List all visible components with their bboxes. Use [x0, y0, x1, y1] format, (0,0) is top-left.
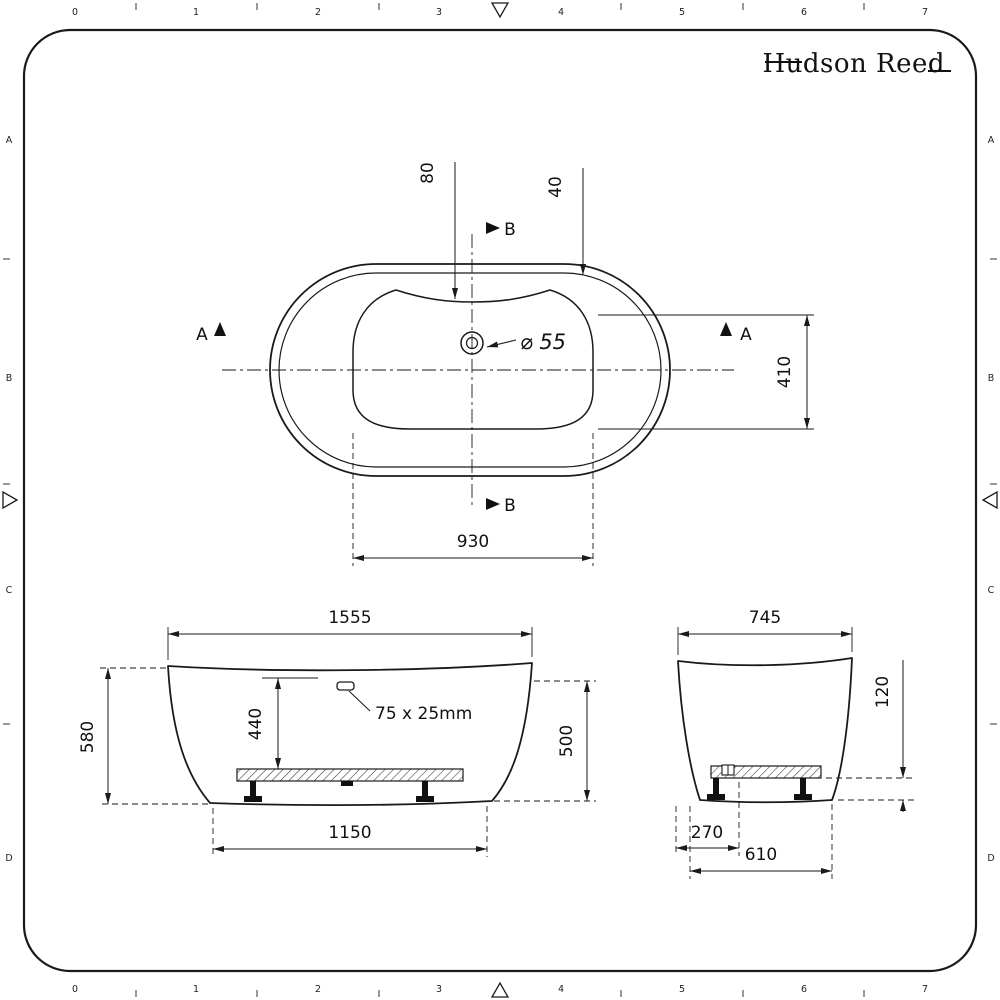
- ruler-label: D: [5, 853, 12, 864]
- base-plinth: [236, 768, 464, 782]
- ruler-label: 5: [679, 984, 685, 995]
- ruler-label: 2: [315, 984, 321, 995]
- dimension-label: 270: [691, 823, 723, 843]
- tub-outer-rim: [269, 263, 671, 477]
- dimension-foot-height: 120: [826, 660, 914, 812]
- dimension-label: 440: [246, 708, 266, 740]
- dimension-label: 580: [78, 721, 98, 753]
- ruler-label: 2: [315, 7, 321, 18]
- brand-logo: Hudson Reed: [762, 49, 951, 79]
- center-mark-top-icon: [490, 2, 510, 19]
- ruler-label: 7: [922, 984, 928, 995]
- ruler-label: C: [988, 585, 995, 596]
- section-arrow-b-top-icon: [486, 222, 500, 234]
- foot-left: [244, 781, 262, 802]
- plan-view: B B A A 80 40 ⌀ 55 410: [196, 162, 814, 566]
- section-label-a-right: A: [740, 325, 752, 345]
- ruler-ticks: [3, 3, 997, 997]
- ruler-label: A: [988, 135, 995, 146]
- ruler-label: 1: [193, 7, 199, 18]
- dimension-base-width: 610: [689, 804, 833, 879]
- dimension-label: 120: [873, 676, 893, 708]
- tub-basin-outline: [352, 289, 594, 430]
- dimension-overall-width: 745: [677, 608, 853, 655]
- base-plinth-end: [710, 765, 822, 779]
- foot-right-end: [794, 778, 812, 800]
- ruler-label: 0: [72, 7, 78, 18]
- ruler-label: 0: [72, 984, 78, 995]
- foot-left-end: [707, 778, 725, 800]
- dimension-label: 745: [749, 608, 781, 628]
- ruler-label: 4: [558, 984, 564, 995]
- ruler-label: 3: [436, 7, 442, 18]
- foot-right: [416, 781, 434, 802]
- tub-end-outline: [677, 657, 853, 804]
- ruler-label: C: [6, 585, 13, 596]
- section-arrow-a-left-icon: [214, 322, 226, 336]
- dimension-rim-offset: 40: [546, 168, 586, 275]
- ruler-label: D: [987, 853, 994, 864]
- dimension-label: 1150: [328, 823, 371, 843]
- rulers: 0 1 2 3 4 5 6 7 0 1 2 3 4 5 6 7 A B C D …: [5, 7, 994, 995]
- section-arrow-b-bottom-icon: [486, 498, 500, 510]
- overflow-label: 75 x 25mm: [375, 704, 472, 724]
- center-mark-left-icon: [2, 490, 19, 510]
- dimension-label: 1555: [328, 608, 371, 628]
- dimension-label: 80: [418, 162, 438, 184]
- dimension-waste-offset: 270: [675, 782, 740, 856]
- dimension-label: 500: [557, 725, 577, 757]
- overflow-slot: [336, 681, 355, 691]
- ruler-label: B: [6, 373, 13, 384]
- dimension-label: 40: [546, 176, 566, 198]
- brand-name: Hudson Reed: [762, 49, 945, 79]
- dimension-shell-height: 500: [494, 680, 596, 802]
- dimension-inner-depth: 440: [246, 677, 318, 769]
- ruler-label: 6: [801, 984, 807, 995]
- dimension-tap-offset: 80: [418, 162, 458, 299]
- ruler-label: 1: [193, 984, 199, 995]
- dimension-label: 410: [775, 356, 795, 388]
- dimension-drain-diameter: ⌀ 55: [486, 330, 566, 354]
- ruler-label: A: [6, 135, 13, 146]
- section-label-b-bottom: B: [504, 496, 516, 516]
- dimension-overall-height: 580: [78, 667, 208, 805]
- dimension-label: 930: [457, 532, 489, 552]
- ruler-label: 6: [801, 7, 807, 18]
- dimension-inner-length: 930: [352, 433, 594, 566]
- border-frame: [22, 28, 978, 973]
- plinth-clip: [341, 781, 353, 786]
- center-mark-bottom-icon: [490, 981, 510, 998]
- ruler-label: B: [988, 373, 995, 384]
- front-view: 75 x 25mm 1555 440 580 500: [78, 608, 596, 857]
- center-mark-right-icon: [981, 490, 998, 510]
- section-label-a-left: A: [196, 325, 208, 345]
- section-arrow-a-right-icon: [720, 322, 732, 336]
- ruler-label: 4: [558, 7, 564, 18]
- dimension-overall-length: 1555: [167, 608, 533, 660]
- ruler-label: 5: [679, 7, 685, 18]
- overflow-callout: 75 x 25mm: [348, 690, 472, 724]
- dimension-base-length: 1150: [212, 806, 488, 857]
- ruler-label: 7: [922, 7, 928, 18]
- end-view: 745 120 270 610: [675, 608, 914, 879]
- dimension-label: ⌀ 55: [520, 330, 566, 354]
- section-label-b-top: B: [504, 220, 516, 240]
- dimension-inner-width: 410: [598, 314, 814, 430]
- ruler-label: 3: [436, 984, 442, 995]
- dimension-label: 610: [745, 845, 777, 865]
